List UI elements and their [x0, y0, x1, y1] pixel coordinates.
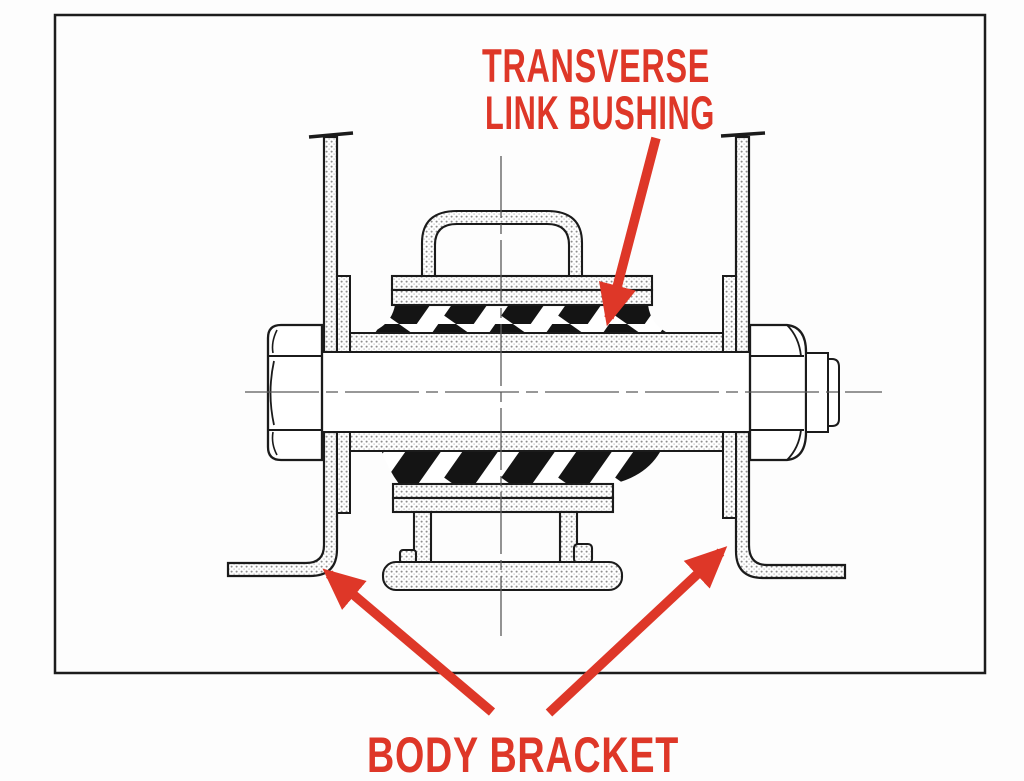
washer-left-upper: [336, 275, 351, 353]
bushing-inner-sleeve-lower: [349, 431, 724, 452]
bushing-dome-cap: [420, 209, 584, 278]
saddle-foot-right: [572, 542, 594, 565]
label-transverse-link-bushing-line2: LINK BUSHING: [485, 86, 715, 139]
label-body-bracket: BODY BRACKET: [367, 727, 679, 781]
retainer-plate-lower-1: [391, 482, 615, 500]
label-transverse-link-bushing-line1: TRANSVERSE: [482, 39, 710, 92]
bracket-left-flange: [308, 131, 354, 139]
bracket-right-flange: [720, 131, 766, 138]
bolt-head-chamfer: [269, 360, 275, 426]
bushing-lower-retainer: [381, 482, 624, 592]
leader-arrows: [322, 136, 728, 717]
retainer-plate-upper-2: [390, 288, 654, 307]
retainer-plate-lower-2: [391, 496, 615, 514]
bushing-rubber-lower: [382, 452, 660, 484]
bracket-left-foot: [226, 430, 339, 578]
saddle-base-plate: [381, 560, 624, 592]
washer-right-upper: [722, 275, 737, 353]
body-bracket-left: [226, 131, 354, 578]
bushing-inner-sleeve-upper: [349, 332, 724, 353]
washer-left-lower: [336, 431, 351, 514]
bushing-upper-retainer: [390, 209, 654, 307]
washer-right-lower: [722, 431, 737, 519]
drawing-frame: [53, 13, 987, 675]
bracket-left-upper-plate: [322, 135, 339, 354]
bracket-right-upper-plate: [734, 135, 751, 354]
bracket-right-foot: [734, 430, 847, 580]
bushing-rubber-upper: [366, 305, 670, 334]
leader-arrow-bushing: [599, 136, 661, 327]
leader-arrow-bracket-left: [322, 568, 496, 716]
leader-arrow-bracket-right: [545, 546, 728, 717]
